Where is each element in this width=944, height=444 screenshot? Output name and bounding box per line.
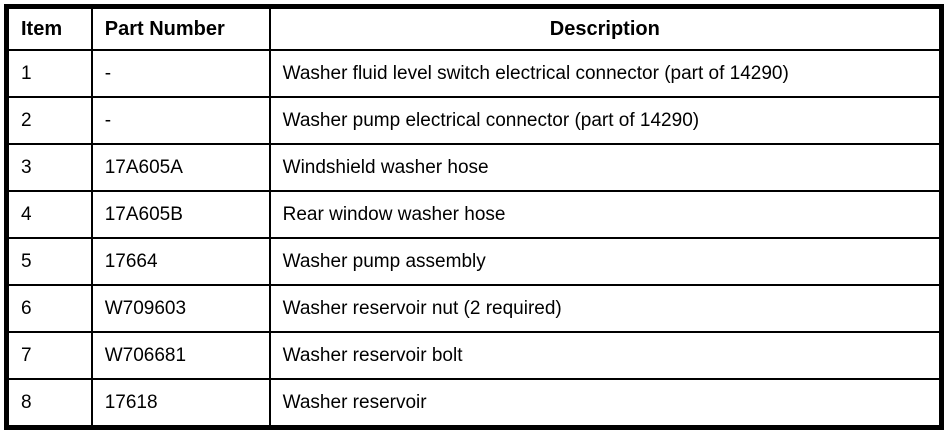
description-cell: Washer pump electrical connector (part o… [268,96,943,145]
table-row: 2-Washer pump electrical connector (part… [5,96,943,145]
part-number-cell: W706681 [90,331,271,380]
description-cell: Rear window washer hose [268,190,943,239]
part-number-cell: 17A605B [90,190,271,239]
column-header-item: Item [5,5,93,51]
description-cell: Washer reservoir nut (2 required) [268,284,943,333]
item-cell: 2 [5,96,93,145]
part-number-cell: - [90,49,271,98]
parts-table-body: 1-Washer fluid level switch electrical c… [5,49,943,429]
header-row: Item Part Number Description [5,5,943,51]
part-number-cell: 17A605A [90,143,271,192]
description-cell: Washer fluid level switch electrical con… [268,49,943,98]
part-number-cell: W709603 [90,284,271,333]
description-cell: Washer pump assembly [268,237,943,286]
column-header-description: Description [268,5,943,51]
part-number-cell: 17618 [90,378,271,429]
parts-table-header: Item Part Number Description [5,5,943,51]
item-cell: 7 [5,331,93,380]
item-cell: 6 [5,284,93,333]
item-cell: 4 [5,190,93,239]
item-cell: 1 [5,49,93,98]
column-header-part-number: Part Number [90,5,271,51]
part-number-cell: - [90,96,271,145]
parts-table: Item Part Number Description 1-Washer fl… [4,4,944,430]
description-cell: Washer reservoir bolt [268,331,943,380]
table-row: 1-Washer fluid level switch electrical c… [5,49,943,98]
item-cell: 5 [5,237,93,286]
item-cell: 8 [5,378,93,429]
parts-table-container: Item Part Number Description 1-Washer fl… [4,4,944,430]
description-cell: Windshield washer hose [268,143,943,192]
description-cell: Washer reservoir [268,378,943,429]
item-cell: 3 [5,143,93,192]
part-number-cell: 17664 [90,237,271,286]
